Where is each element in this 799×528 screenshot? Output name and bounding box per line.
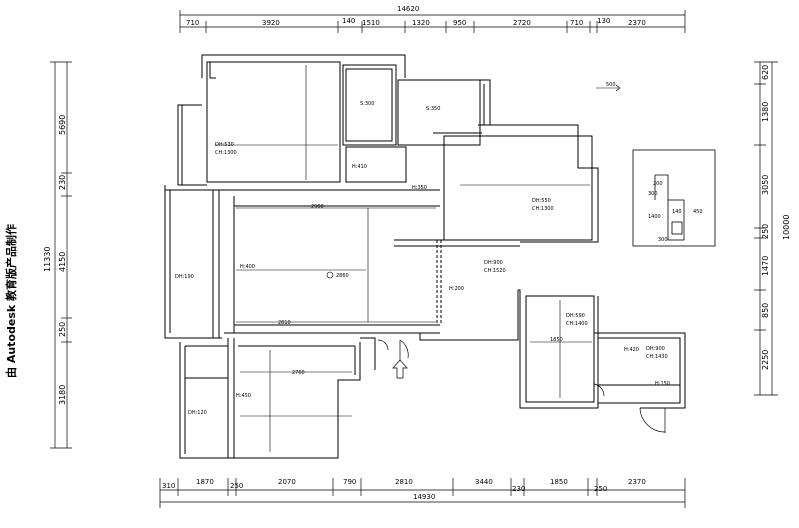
- left-total-label: 11330: [43, 247, 52, 272]
- top-seg-2: 140: [342, 17, 355, 25]
- bottom-seg-9: 250: [594, 485, 607, 493]
- bottom-seg-5: 2810: [395, 478, 413, 486]
- inner-dimension-lines: [215, 65, 592, 452]
- room-label-ch1300-a: CH:1300: [215, 150, 237, 156]
- ceiling-light-icon: [326, 271, 334, 279]
- room-label-dh900-b: DH:900: [646, 346, 665, 352]
- dim-label-2900: 2900: [311, 204, 324, 210]
- top-seg-4: 1320: [412, 19, 430, 27]
- left-seg-3: 250: [58, 322, 67, 337]
- bottom-seg-10: 2370: [628, 478, 646, 486]
- north-arrow-icon: [596, 84, 621, 92]
- room-label-ch1520: CH:1520: [484, 268, 506, 274]
- room-label-dh190: DH:190: [175, 274, 194, 280]
- entrance-arrow-icon: [392, 359, 408, 379]
- room-label-ch1430: CH:1430: [646, 354, 668, 360]
- height-h200: H:200: [449, 286, 464, 292]
- dim-label-2760: 2760: [292, 370, 305, 376]
- height-h350: H:350: [412, 185, 427, 191]
- bottom-seg-3: 2070: [278, 478, 296, 486]
- right-total-label: 10000: [782, 215, 791, 240]
- center-dimension-label: 2860: [336, 273, 349, 279]
- inset-detail: [632, 149, 716, 247]
- walls: [164, 54, 686, 459]
- door-arcs: [377, 339, 666, 433]
- bottom-seg-4: 790: [343, 478, 356, 486]
- top-dimension-chain: [179, 10, 686, 33]
- top-seg-3: 1510: [362, 19, 380, 27]
- inset-label-c: 450: [693, 209, 703, 215]
- room-label-ch1300-b: CH:1300: [532, 206, 554, 212]
- bottom-seg-7: 230: [512, 485, 525, 493]
- left-seg-1: 230: [58, 175, 67, 190]
- inset-label-e: 300: [658, 237, 668, 243]
- top-seg-8: 130: [597, 17, 610, 25]
- right-seg-6: 2250: [761, 350, 770, 370]
- height-h420: H:420: [624, 347, 639, 353]
- bottom-seg-1: 1870: [196, 478, 214, 486]
- right-seg-5: 850: [761, 303, 770, 318]
- bottom-seg-2: 250: [230, 482, 243, 490]
- height-h150: H:150: [655, 381, 670, 387]
- top-seg-0: 710: [186, 19, 199, 27]
- room-label-dh550: DH:550: [532, 198, 551, 204]
- top-seg-5: 950: [453, 19, 466, 27]
- room-label-dh900-a: DH:900: [484, 260, 503, 266]
- right-dimension-chain: [754, 61, 778, 396]
- height-s350: S:350: [426, 106, 440, 112]
- dim-label-1850: 1850: [550, 337, 563, 343]
- watermark-text: 由 Autodesk 教育版产品制作: [4, 224, 18, 378]
- height-h450: H:450: [236, 393, 251, 399]
- right-seg-1: 1380: [761, 102, 770, 122]
- top-total-label: 14620: [397, 5, 419, 13]
- room-label-ch1400: CH:1400: [566, 321, 588, 327]
- right-seg-3: 250: [761, 224, 770, 239]
- inset-label-b: 140: [672, 209, 682, 215]
- bottom-seg-8: 1850: [550, 478, 568, 486]
- bottom-seg-6: 3440: [475, 478, 493, 486]
- top-seg-9: 2370: [628, 19, 646, 27]
- height-h400: H:400: [240, 264, 255, 270]
- left-seg-0: 5690: [58, 115, 67, 135]
- bottom-total-label: 14930: [413, 493, 435, 501]
- room-label-dh120: DH:120: [188, 410, 207, 416]
- inset-label-d: 1400: [648, 214, 661, 220]
- left-dimension-chain: [50, 61, 72, 449]
- north-arrow-label: 500: [606, 82, 616, 88]
- height-h410: H:410: [352, 164, 367, 170]
- height-s300: S:300: [360, 101, 374, 107]
- right-seg-2: 3050: [761, 175, 770, 195]
- inset-label-f: 300: [648, 191, 658, 197]
- top-seg-1: 3920: [262, 19, 280, 27]
- top-seg-6: 2720: [513, 19, 531, 27]
- right-seg-0: 620: [761, 65, 770, 80]
- right-seg-4: 1470: [761, 256, 770, 276]
- bottom-seg-0: 310: [162, 482, 175, 490]
- top-seg-7: 710: [570, 19, 583, 27]
- left-seg-2: 4150: [58, 252, 67, 272]
- left-seg-4: 3180: [58, 385, 67, 405]
- room-label-dh590: DH:590: [566, 313, 585, 319]
- bottom-dimension-chain: [159, 478, 686, 508]
- dim-label-2810: 2810: [278, 320, 291, 326]
- inset-label-a: 200: [653, 181, 663, 187]
- room-label-dh530: DH:530: [215, 142, 234, 148]
